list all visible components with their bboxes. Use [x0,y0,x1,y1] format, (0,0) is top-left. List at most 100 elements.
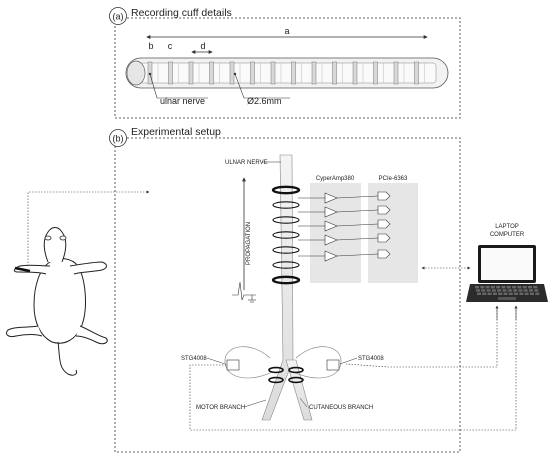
daq-box [368,183,418,283]
laptop-key [480,286,485,289]
laptop-key [528,286,532,289]
rat-foreleg-right [69,261,107,275]
amplifier-symbol [324,206,338,218]
laptop-key [501,286,506,289]
laptop-key [506,286,511,289]
laptop-key [490,286,495,289]
cuff-ring [414,61,419,85]
panel-a-frame [114,17,461,119]
cuff-end-left [126,60,146,86]
stim-electrode-right [326,359,340,371]
panel-a-badge: (a) [113,12,124,22]
stg-right-leader [339,357,358,365]
laptop-key [535,292,540,295]
panel-a: (a) Recording cuff details a b c d ulnar… [109,7,461,119]
cuff-ring [209,61,214,85]
laptop-key [502,289,507,292]
trunk-ring [272,216,300,224]
stim-wire-left [189,310,517,431]
dimension-b-label: b [148,41,153,51]
rat-illustration [0,190,150,385]
cuff-ring [291,61,296,85]
laptop-key [524,292,529,295]
diameter-leader [234,73,245,99]
amp-daq-wire [336,237,379,241]
laptop-key [512,286,517,289]
branch-ring [288,376,304,384]
amplifier-box [310,183,361,283]
stim-electrode-left [226,359,240,371]
trunk-ring [272,201,300,209]
laptop-key [534,289,539,292]
rat-ear-right [59,235,67,241]
trunk-ring [272,261,300,269]
laptop-key [497,289,502,292]
amplifier-symbol [324,234,338,246]
panel-b-title: Experimental setup [131,126,221,138]
cuff-ring [188,61,194,85]
diameter-leader-dot [233,72,237,76]
nerve-leader-dot [148,72,152,76]
laptop-key [519,292,524,295]
rat-head [43,227,67,263]
laptop-key [477,292,481,295]
laptop-key [492,292,497,295]
daq-input [377,191,391,201]
cuff-ring [311,61,317,85]
laptop-key [498,292,503,295]
motor-branch-leader [243,399,267,408]
panel-b-frame [114,137,461,453]
daq-input [377,205,391,215]
amplifier-symbol [324,192,338,204]
dimension-d-label: d [200,41,205,51]
diameter-label: Ø2.6mm [247,96,282,106]
amp-daq-wire [336,253,379,257]
cuff-ring [373,61,378,85]
cuff-ring [332,61,337,85]
panel-a-badge-circle [109,7,127,25]
cuff-channel [139,62,437,84]
rat-hindleg-left [5,325,43,337]
rat-ear-left [44,235,52,241]
laptop-key [529,289,533,292]
trunk-ring [271,275,301,285]
dimension-c-label: c [168,41,173,51]
amplifier-label: CyperAmp380 [316,176,355,182]
trunk-ring [271,185,301,195]
laptop-key [507,289,512,292]
laptop-key [508,292,513,295]
laptop-screen [481,248,533,280]
laptop-key [530,292,534,295]
amplifier-symbol [324,220,338,232]
cuff-ring [168,61,173,85]
laptop-key [486,289,491,292]
laptop-key [476,289,480,292]
cuff-ring [393,61,399,85]
ulnar-nerve-trunk [261,154,294,421]
recording-channels [298,191,391,262]
branch-ring [268,366,284,374]
cuff-rings-branches [268,366,304,384]
ulnar-nerve-label: ULNAR NERVE [225,160,268,166]
laptop-key [503,292,508,295]
rat-body [33,258,86,344]
panel-b-badge: (b) [113,134,124,144]
cuff-ring [270,61,276,85]
rat-foreleg-left [13,264,51,275]
rat-tail [57,341,77,376]
incision-mark [14,266,31,273]
laptop-key [485,286,490,289]
cuff-ring [250,61,255,85]
daq-input [377,233,391,243]
laptop-label-line2: COMPUTER [490,232,525,238]
daq-input [377,219,391,229]
cutaneous-branch-label: CUTANEOUS BRANCH [309,405,373,411]
propagation-label: PROPAGATION [246,222,252,265]
amp-daq-wire [336,195,379,199]
laptop-key [513,289,518,292]
amp-daq-wire [336,223,379,227]
laptop-icon[interactable] [466,245,548,302]
laptop-key [482,292,487,295]
laptop-key [533,286,538,289]
